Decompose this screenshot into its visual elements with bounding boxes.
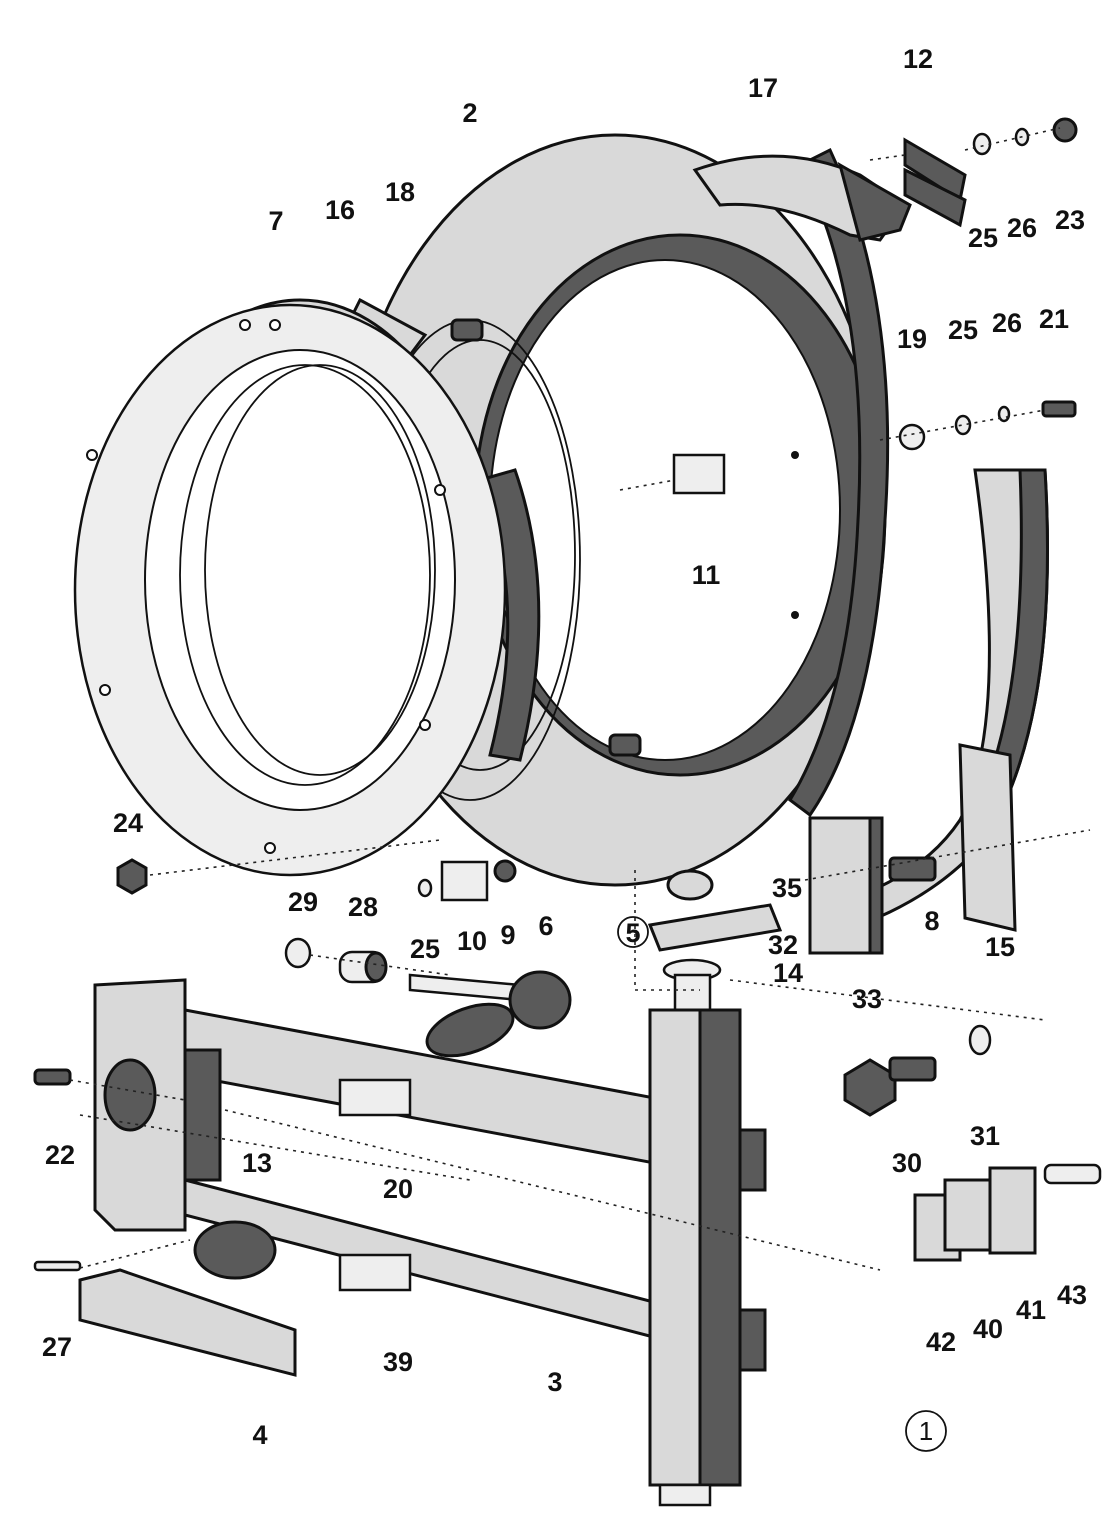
callout-8: 8 [924, 906, 939, 936]
callout-15: 15 [985, 932, 1015, 962]
callout-7: 7 [268, 206, 283, 236]
callout-19: 19 [897, 324, 927, 354]
callout-16: 16 [325, 195, 355, 225]
callout-6: 6 [538, 911, 553, 941]
part-3-main-frame [93, 978, 767, 1507]
blocks-right [647, 743, 1017, 1017]
frame-attachments [33, 1024, 1102, 1377]
callout-10: 10 [457, 926, 487, 956]
hardware-top-right [672, 117, 1078, 495]
figure-number: 1 [905, 1410, 947, 1452]
callout-25: 25 [968, 223, 998, 253]
callout-24: 24 [113, 808, 143, 838]
callout-42: 42 [926, 1327, 956, 1357]
callout-5: 5 [625, 918, 640, 948]
callout-27: 27 [42, 1332, 72, 1362]
callout-22: 22 [45, 1140, 75, 1170]
callout-9: 9 [500, 920, 515, 950]
callout-3: 3 [547, 1367, 562, 1397]
callout-12: 12 [903, 44, 933, 74]
callout-13: 13 [242, 1148, 272, 1178]
callout-11: 11 [692, 560, 721, 590]
callout-14: 14 [773, 958, 803, 988]
callout-32: 32 [768, 930, 798, 960]
callout-25: 25 [948, 315, 978, 345]
figure-number-label: 1 [919, 1416, 933, 1446]
callout-30: 30 [892, 1148, 922, 1178]
callout-4: 4 [252, 1420, 267, 1450]
callout-39: 39 [383, 1347, 413, 1377]
callout-26: 26 [1007, 213, 1037, 243]
callout-35: 35 [772, 873, 802, 903]
callout-23: 23 [1055, 205, 1085, 235]
callout-28: 28 [348, 892, 378, 922]
part-12-bracket [903, 137, 967, 228]
callout-17: 17 [748, 73, 778, 103]
callout-33: 33 [852, 984, 882, 1014]
callout-43: 43 [1057, 1280, 1087, 1310]
part-17-top-segment [692, 154, 912, 242]
callout-40: 40 [973, 1314, 1003, 1344]
callout-31: 31 [970, 1121, 1000, 1151]
callout-26: 26 [992, 308, 1022, 338]
callout-2: 2 [462, 98, 477, 128]
callout-21: 21 [1039, 304, 1069, 334]
callout-25: 25 [410, 934, 440, 964]
callout-20: 20 [383, 1174, 413, 1204]
callout-41: 41 [1016, 1295, 1046, 1325]
callout-29: 29 [288, 887, 318, 917]
small-parts-mid [116, 858, 572, 1058]
part-7-front-flange [73, 298, 507, 877]
callout-labels: 2 17 12 25 26 23 7 16 18 19 25 26 21 11 … [42, 44, 1087, 1450]
callout-18: 18 [385, 177, 415, 207]
